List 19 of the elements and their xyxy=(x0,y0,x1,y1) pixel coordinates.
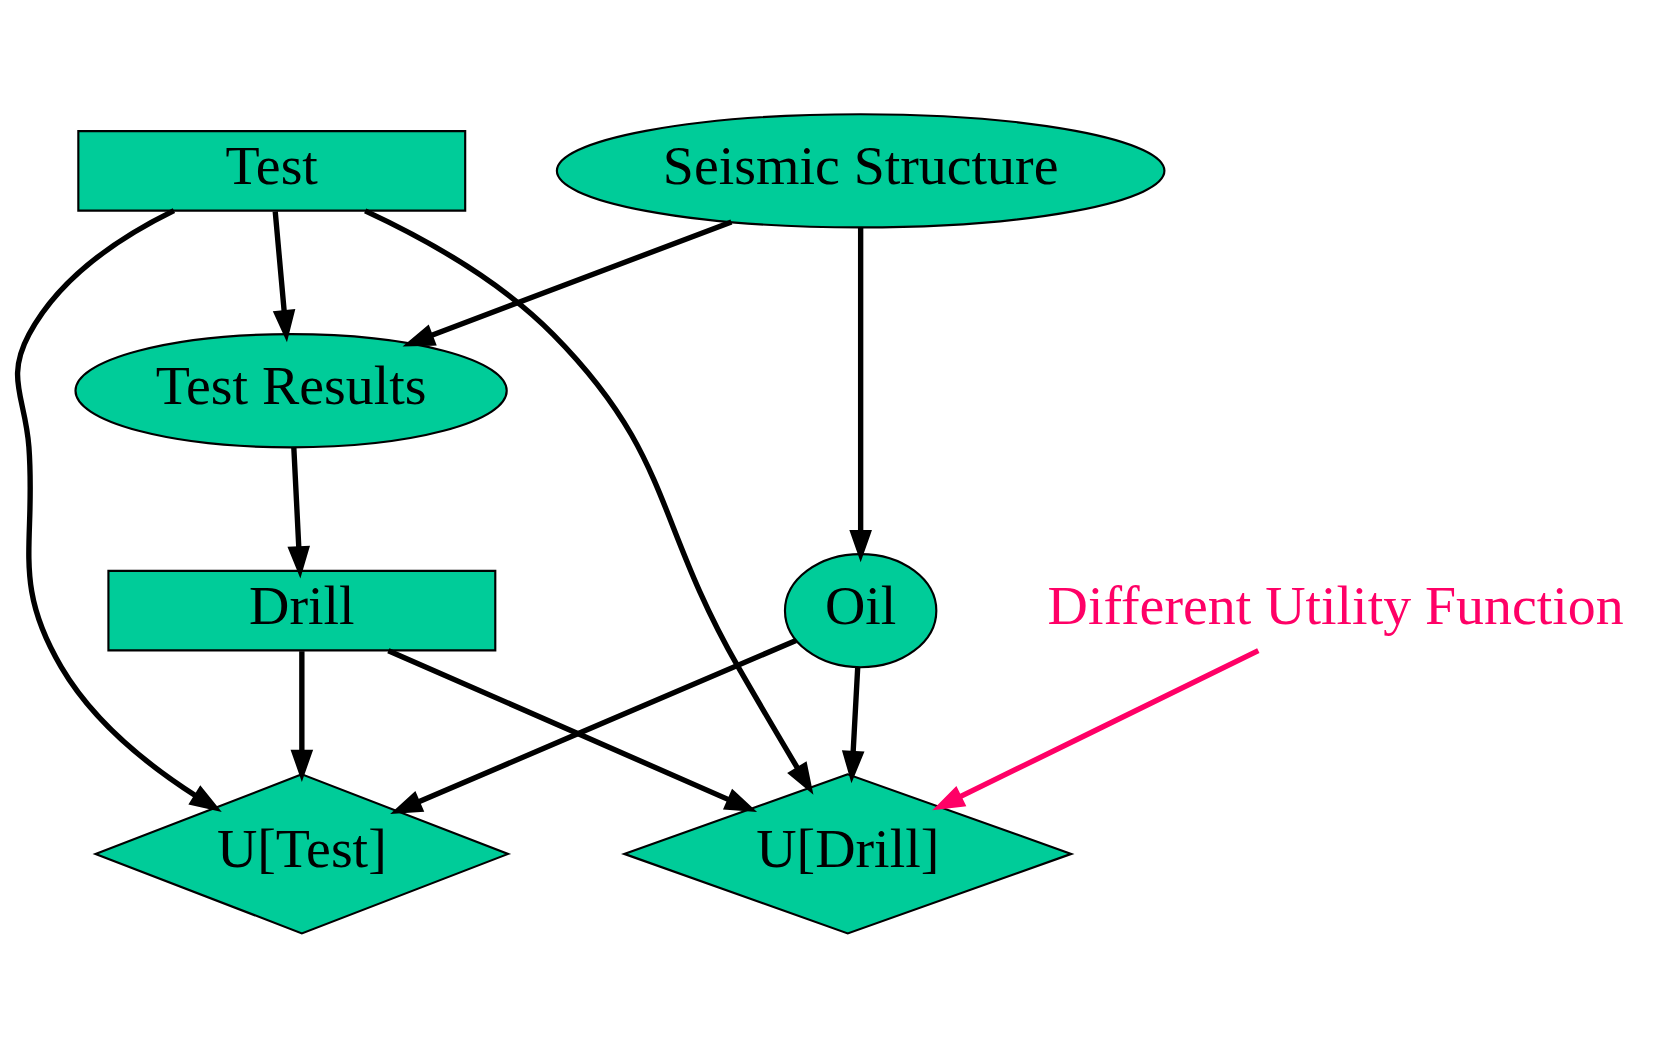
node-ellipse: Oil xyxy=(783,553,938,669)
arrow xyxy=(290,651,314,782)
arrow xyxy=(841,666,865,784)
arrow xyxy=(387,648,758,813)
arrow xyxy=(287,447,311,579)
arrow xyxy=(390,638,798,814)
arrow xyxy=(402,219,733,347)
arrow xyxy=(932,648,1260,811)
node-diamond: U[Drill] xyxy=(621,773,1075,935)
node-box: Test xyxy=(77,130,467,212)
node-diamond: U[Test] xyxy=(92,773,512,935)
arrow xyxy=(364,208,814,795)
node-ellipse: Seismic Structure xyxy=(555,113,1166,229)
node-text: Different Utility Function xyxy=(1047,574,1624,637)
arrow xyxy=(272,211,296,343)
node-box: Drill xyxy=(107,569,497,652)
arrow xyxy=(849,227,872,563)
arrow xyxy=(14,208,222,812)
node-ellipse: Test Results xyxy=(74,333,508,449)
